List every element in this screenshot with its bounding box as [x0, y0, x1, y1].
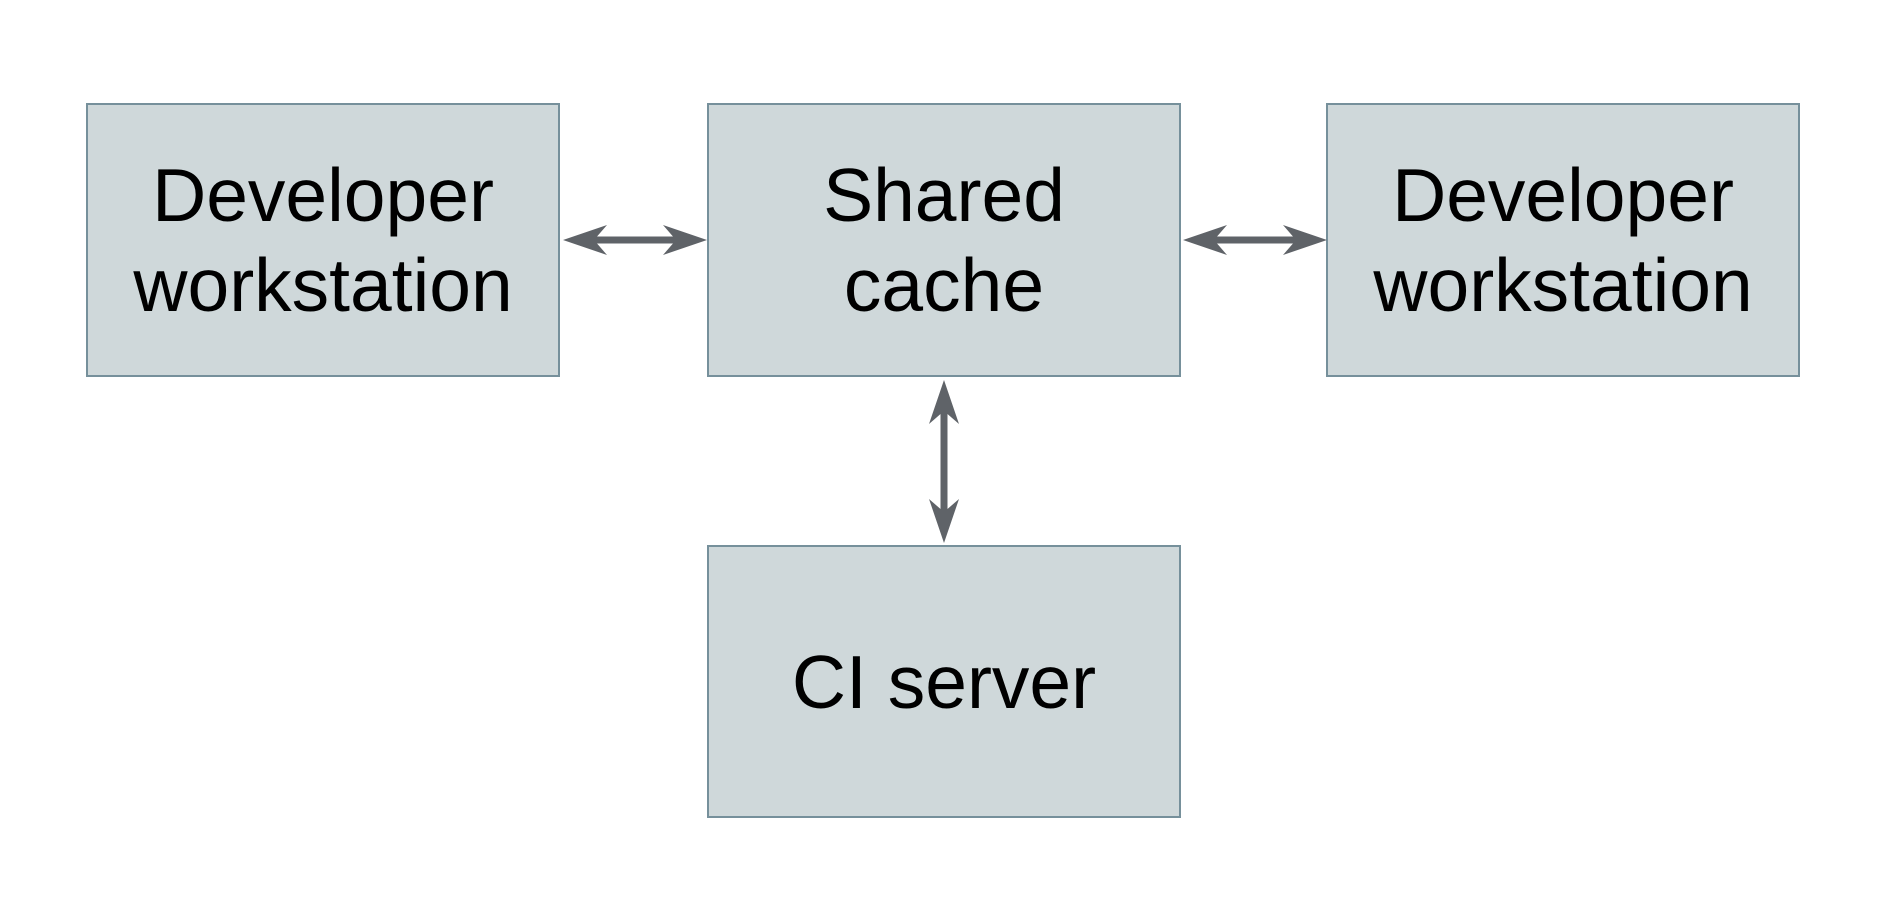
- bidirectional-arrow-cache-right-workstation: [1183, 225, 1327, 255]
- node-label-line: Developer: [1392, 153, 1734, 237]
- node-label-line: cache: [843, 243, 1045, 327]
- node-developer-workstation-right: Developer workstation: [1326, 103, 1800, 377]
- node-label-line: Shared: [823, 153, 1065, 237]
- node-label-line: workstation: [133, 243, 513, 327]
- node-shared-cache: Shared cache: [707, 103, 1181, 377]
- node-label-line: Developer: [152, 153, 494, 237]
- node-label-line: workstation: [1373, 243, 1753, 327]
- node-label-line: CI server: [791, 639, 1097, 724]
- node-ci-server: CI server: [707, 545, 1181, 818]
- bidirectional-arrow-left-workstation-cache: [563, 225, 707, 255]
- bidirectional-arrow-cache-ci-server: [929, 380, 959, 543]
- node-developer-workstation-left: Developer workstation: [86, 103, 560, 377]
